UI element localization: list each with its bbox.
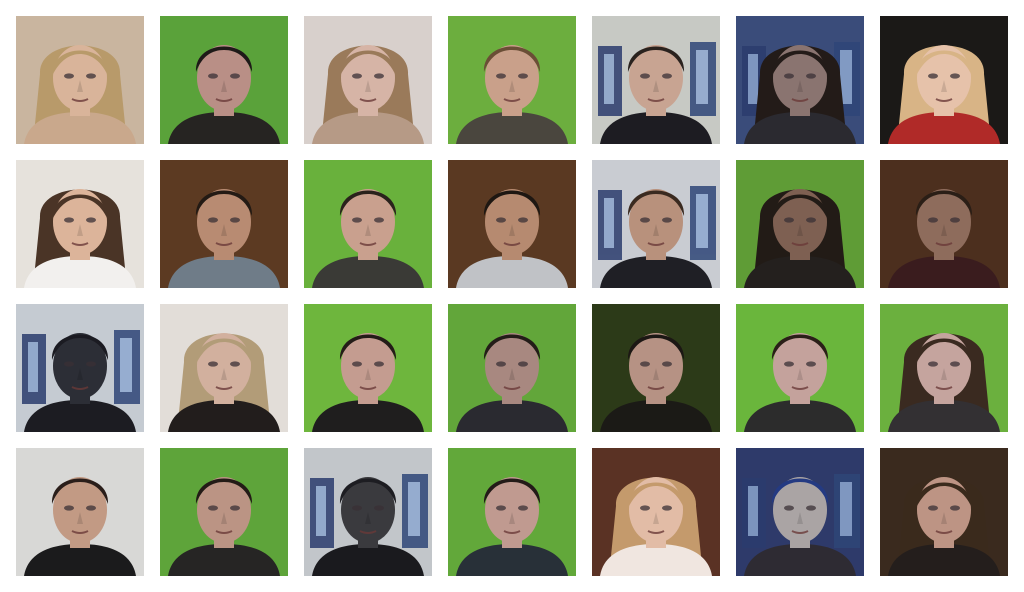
face-portrait-image (448, 304, 576, 432)
face-portrait-image (304, 448, 432, 576)
face-portrait-image (160, 16, 288, 144)
face-thumbnail (448, 304, 576, 432)
face-thumbnail (16, 448, 144, 576)
face-portrait-image (592, 16, 720, 144)
face-thumbnail (16, 304, 144, 432)
face-portrait-image (160, 160, 288, 288)
face-portrait-image (736, 304, 864, 432)
face-portrait-image (880, 160, 1008, 288)
face-portrait-image (880, 304, 1008, 432)
face-thumbnail (880, 304, 1008, 432)
face-thumbnail (592, 16, 720, 144)
face-thumbnail (880, 448, 1008, 576)
face-portrait-image (16, 304, 144, 432)
face-thumbnail (448, 16, 576, 144)
face-image-grid (16, 16, 1008, 576)
face-portrait-image (880, 448, 1008, 576)
face-portrait-image (160, 304, 288, 432)
face-thumbnail (592, 304, 720, 432)
face-thumbnail (736, 16, 864, 144)
face-portrait-image (304, 160, 432, 288)
face-thumbnail (160, 160, 288, 288)
face-portrait-image (736, 160, 864, 288)
face-thumbnail (880, 160, 1008, 288)
face-thumbnail (304, 160, 432, 288)
face-thumbnail (736, 160, 864, 288)
face-portrait-image (880, 16, 1008, 144)
face-portrait-image (448, 160, 576, 288)
face-portrait-image (448, 448, 576, 576)
face-thumbnail (304, 16, 432, 144)
face-thumbnail (160, 304, 288, 432)
face-thumbnail (880, 16, 1008, 144)
face-portrait-image (736, 448, 864, 576)
face-thumbnail (592, 448, 720, 576)
face-portrait-image (736, 16, 864, 144)
face-thumbnail (448, 448, 576, 576)
face-thumbnail (592, 160, 720, 288)
face-portrait-image (448, 16, 576, 144)
face-portrait-image (592, 448, 720, 576)
face-thumbnail (160, 16, 288, 144)
face-portrait-image (16, 16, 144, 144)
face-thumbnail (160, 448, 288, 576)
face-thumbnail (16, 160, 144, 288)
face-thumbnail (16, 16, 144, 144)
face-portrait-image (160, 448, 288, 576)
face-portrait-image (304, 304, 432, 432)
face-thumbnail (736, 448, 864, 576)
face-thumbnail (736, 304, 864, 432)
face-portrait-image (16, 160, 144, 288)
face-thumbnail (304, 304, 432, 432)
face-thumbnail (448, 160, 576, 288)
face-portrait-image (592, 304, 720, 432)
face-thumbnail (304, 448, 432, 576)
face-portrait-image (592, 160, 720, 288)
face-portrait-image (304, 16, 432, 144)
face-portrait-image (16, 448, 144, 576)
